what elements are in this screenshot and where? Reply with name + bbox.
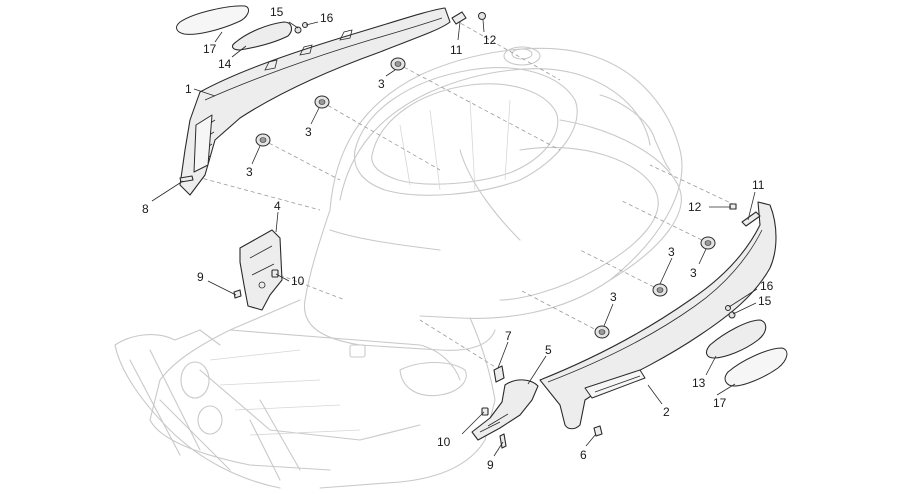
callout-label: 15 bbox=[270, 5, 284, 19]
callout-label: 9 bbox=[197, 270, 204, 284]
lower-cover-part bbox=[471, 379, 539, 441]
leader-lines bbox=[151, 19, 758, 457]
grommets bbox=[255, 57, 716, 339]
callout-label: 3 bbox=[246, 165, 253, 179]
callout-label: 16 bbox=[320, 11, 334, 25]
callout-label: 3 bbox=[305, 125, 312, 139]
callout-label: 9 bbox=[487, 458, 494, 472]
callout-label: 6 bbox=[580, 448, 587, 462]
assembly-guide-lines bbox=[189, 19, 736, 371]
callout-label: 2 bbox=[663, 405, 670, 419]
right-side-panel bbox=[539, 201, 777, 430]
callout-label: 11 bbox=[450, 43, 463, 57]
callout-label: 17 bbox=[203, 42, 217, 56]
callout-label: 15 bbox=[758, 294, 772, 308]
callout-label: 8 bbox=[142, 202, 149, 216]
bracket-part bbox=[239, 229, 283, 311]
callout-label: 5 bbox=[545, 343, 552, 357]
callout-label: 10 bbox=[291, 274, 305, 288]
callout-label: 10 bbox=[437, 435, 451, 449]
scooter-frame-outline bbox=[114, 46, 683, 489]
callout-label: 3 bbox=[668, 245, 675, 259]
callout-label: 11 bbox=[752, 178, 765, 192]
callout-labels: 1 2 3 3 3 3 3 3 4 5 6 7 8 9 9 10 10 11 1… bbox=[142, 5, 774, 472]
callout-label: 3 bbox=[378, 77, 385, 91]
callout-label: 3 bbox=[610, 290, 617, 304]
callout-label: 16 bbox=[760, 279, 774, 293]
badge-left bbox=[176, 5, 293, 51]
callout-label: 1 bbox=[185, 82, 192, 96]
callout-label: 3 bbox=[690, 266, 697, 280]
callout-label: 14 bbox=[218, 57, 232, 71]
badge-right bbox=[705, 319, 788, 387]
callout-label: 12 bbox=[688, 200, 702, 214]
callout-label: 7 bbox=[505, 329, 512, 343]
clip-part bbox=[493, 365, 505, 383]
callout-label: 13 bbox=[692, 376, 706, 390]
callout-label: 12 bbox=[483, 33, 497, 47]
left-side-panel bbox=[179, 7, 451, 196]
callout-label: 4 bbox=[274, 199, 281, 213]
callout-label: 17 bbox=[713, 396, 727, 410]
